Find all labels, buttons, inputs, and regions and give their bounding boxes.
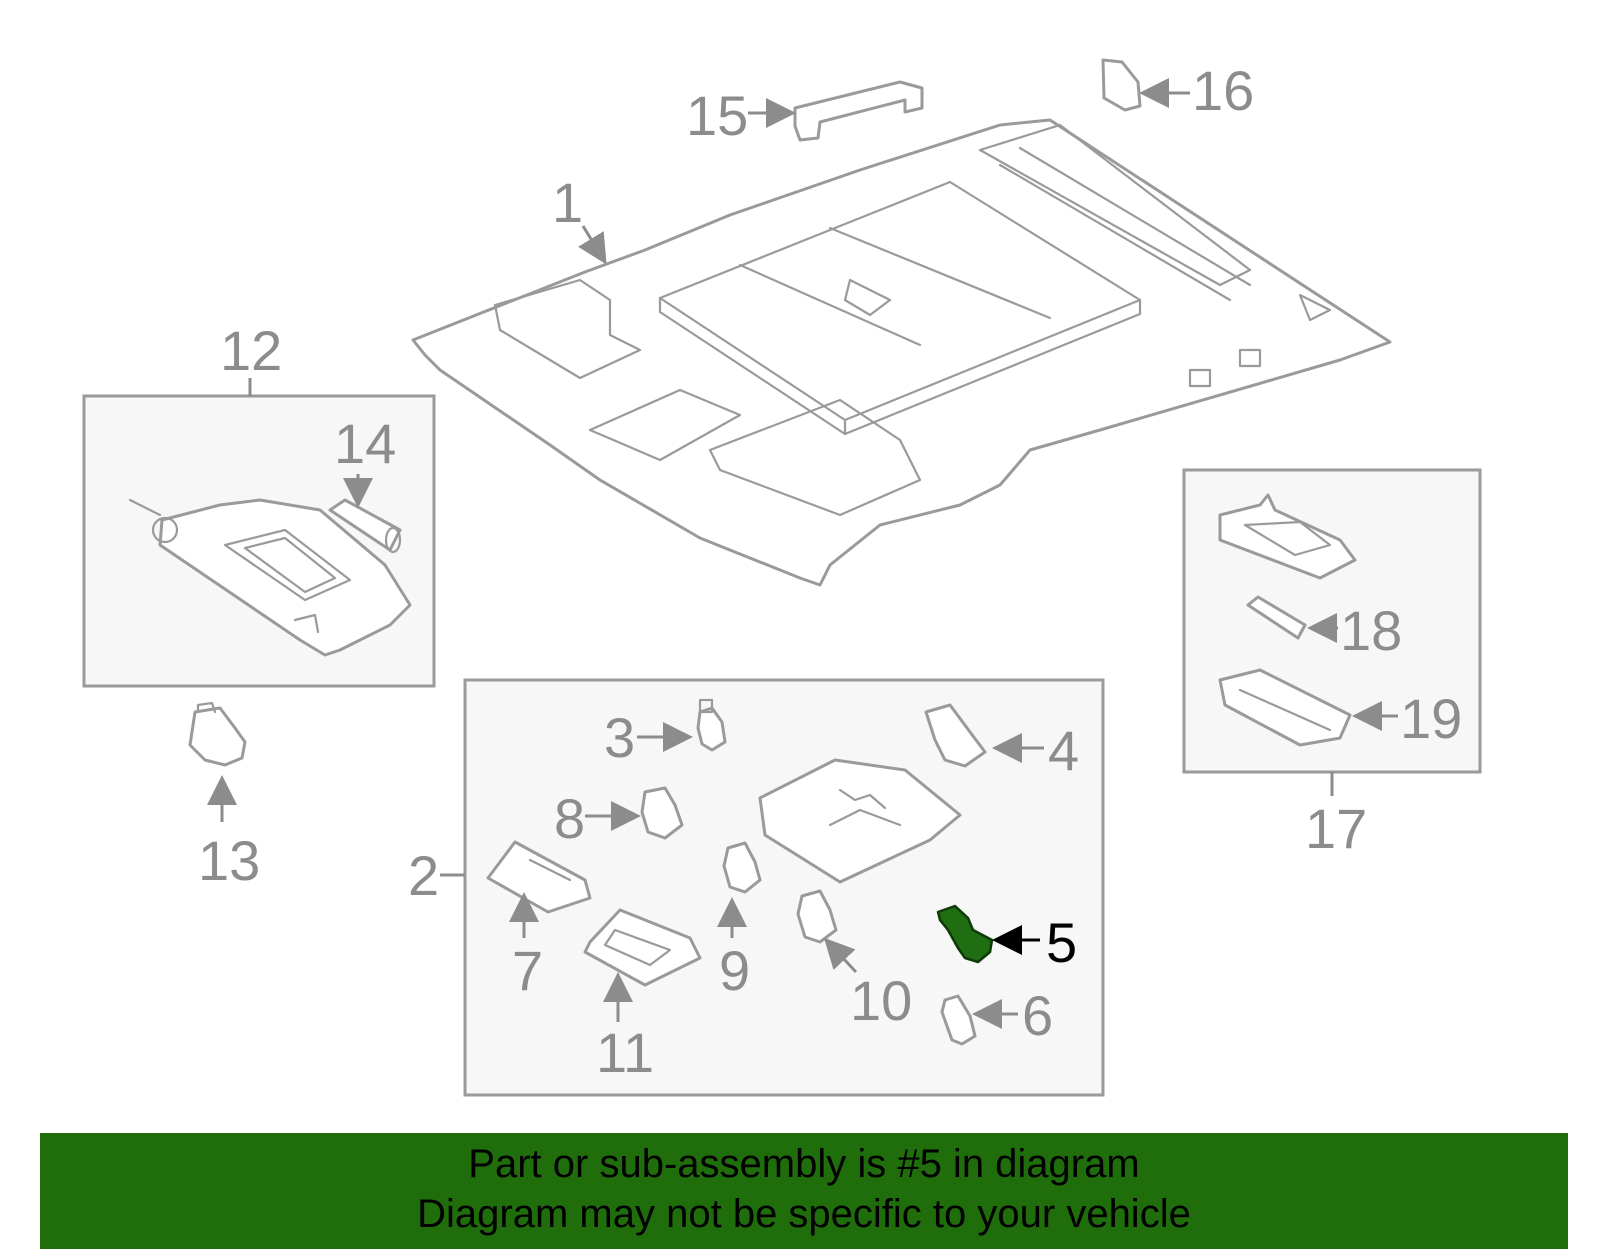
callout-17: 17 <box>1305 797 1367 860</box>
callout-5: 5 <box>1046 911 1077 974</box>
callouts: 1 15 16 12 14 13 18 19 17 2 3 4 8 7 9 10… <box>198 59 1462 1084</box>
part-16-clip[interactable] <box>1101 58 1142 112</box>
info-banner: Part or sub-assembly is #5 in diagram Di… <box>40 1133 1568 1249</box>
part-1-headliner[interactable] <box>411 118 1392 587</box>
part-19-lens[interactable] <box>1218 668 1352 747</box>
callout-14: 14 <box>334 412 396 475</box>
callout-7: 7 <box>512 939 543 1002</box>
callout-2: 2 <box>408 844 439 907</box>
part-5-highlighted[interactable] <box>936 904 994 964</box>
part-14-bulb[interactable] <box>328 498 402 554</box>
callout-15: 15 <box>686 84 748 147</box>
banner-line-2: Diagram may not be specific to your vehi… <box>417 1192 1191 1236</box>
callout-13: 13 <box>198 829 260 892</box>
callout-11: 11 <box>596 1021 654 1084</box>
part-12-sun-visor[interactable] <box>128 498 412 657</box>
callout-4: 4 <box>1048 719 1079 782</box>
callout-16: 16 <box>1192 59 1254 122</box>
callout-19: 19 <box>1400 687 1462 750</box>
part-17-dome-lamp[interactable] <box>1218 493 1357 580</box>
part-15-grab-handle[interactable] <box>793 80 924 142</box>
callout-18: 18 <box>1340 599 1402 662</box>
part-9-clip[interactable] <box>722 841 762 894</box>
part-18-bulb[interactable] <box>1246 595 1307 640</box>
part-4-clip[interactable] <box>924 703 987 768</box>
part-3-clip[interactable] <box>696 698 727 752</box>
part-10-clip[interactable] <box>796 889 838 944</box>
part-console-bracket[interactable] <box>758 758 962 884</box>
callout-6: 6 <box>1022 984 1053 1047</box>
part-6-clip[interactable] <box>940 994 977 1046</box>
callout-3: 3 <box>604 706 635 769</box>
leader-lines <box>207 78 1398 1029</box>
banner-line-1: Part or sub-assembly is #5 in diagram <box>468 1142 1140 1186</box>
part-11-lamp[interactable] <box>583 908 702 987</box>
callout-1: 1 <box>552 171 583 234</box>
callout-9: 9 <box>719 939 750 1002</box>
part-8-clip[interactable] <box>640 786 684 840</box>
part-13-visor-holder[interactable] <box>188 701 247 767</box>
callout-10: 10 <box>850 969 912 1032</box>
callout-8: 8 <box>554 787 585 850</box>
callout-12: 12 <box>220 319 282 382</box>
